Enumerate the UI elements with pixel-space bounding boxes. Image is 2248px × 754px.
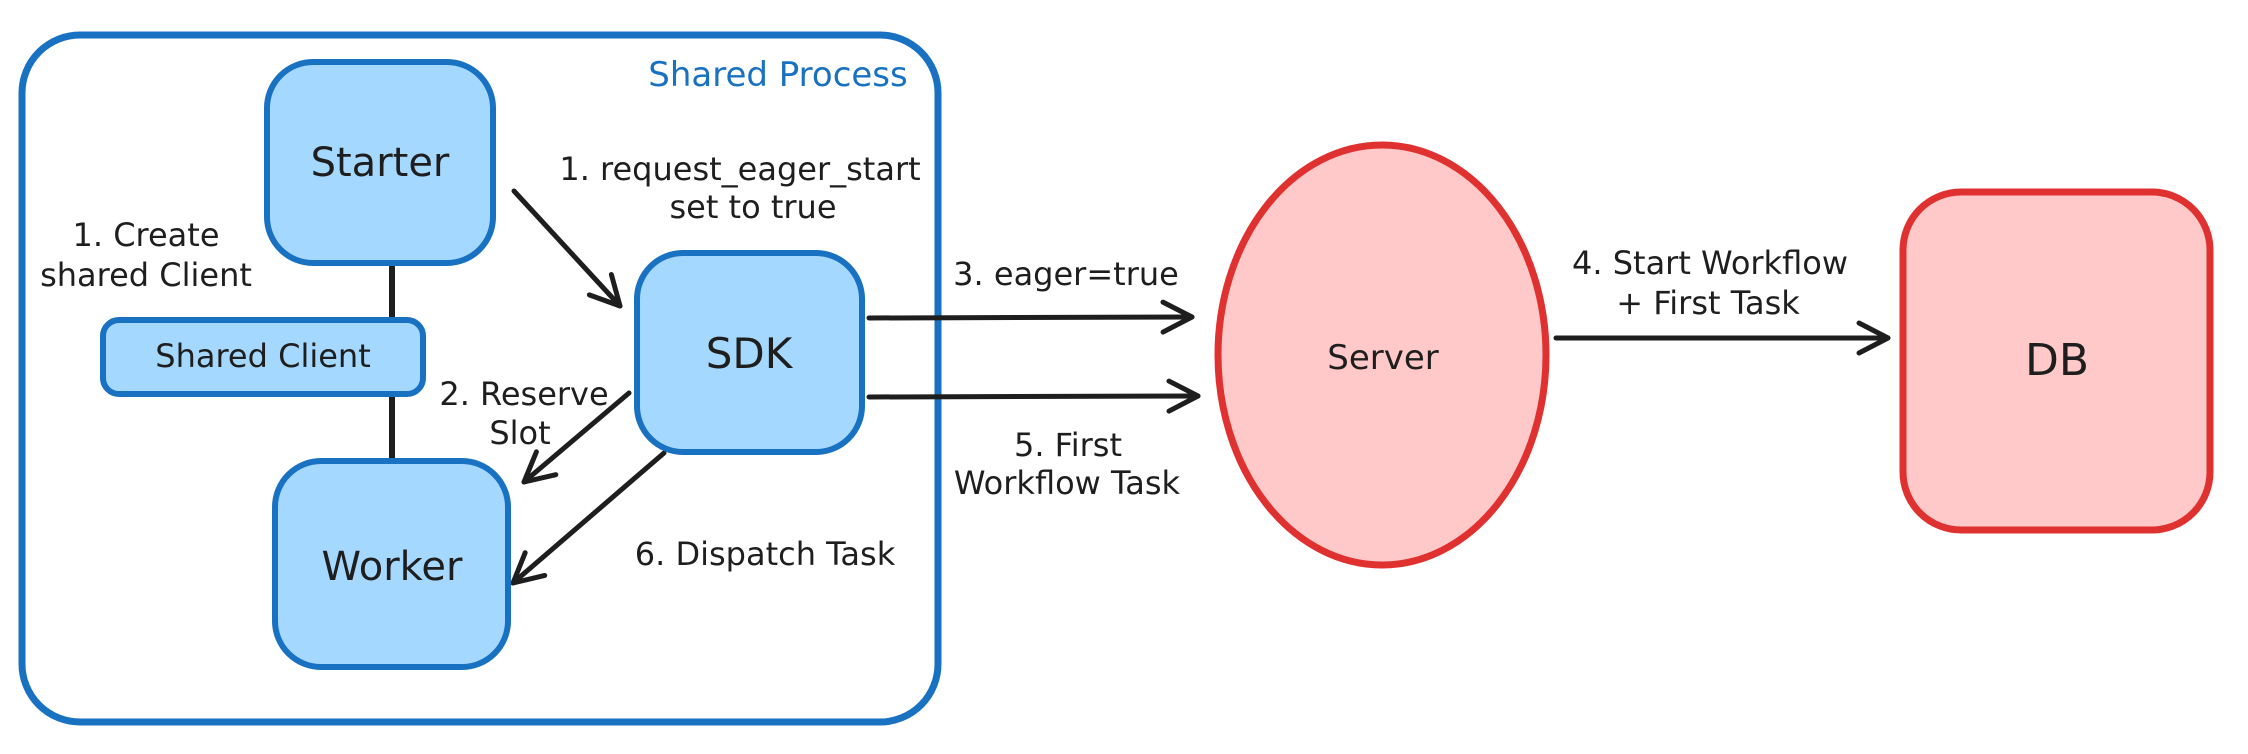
annotation-first-workflow-task-line1: 5. First	[1014, 426, 1122, 464]
shared-client-box	[100, 317, 426, 397]
annotation-request-eager-start-line1: 1. request_eager_start	[559, 150, 920, 188]
server-circle	[1214, 141, 1550, 569]
node-starter: Starter	[264, 59, 496, 266]
annotation-create-shared-client: 1. Create shared Client	[40, 216, 252, 294]
shared-process-container: Shared Process	[18, 31, 942, 726]
node-shared-client: Shared Client	[100, 317, 426, 397]
arrow-starter-to-sdk	[511, 188, 623, 309]
sdk-box	[634, 250, 865, 455]
annotation-start-workflow-line2: + First Task	[1616, 284, 1800, 322]
shared-process-title: Shared Process	[648, 55, 907, 95]
annotation-eager-true: 3. eager=true	[953, 255, 1179, 293]
annotation-reserve-slot-line1: 2. Reserve	[439, 375, 608, 413]
node-worker: Worker	[272, 458, 511, 670]
arrow-sdk-to-server-eager	[866, 299, 1195, 335]
node-server: Server	[1214, 141, 1550, 569]
annotation-request-eager-start: 1. request_eager_start set to true	[559, 150, 920, 226]
arrow-sdk-to-worker-dispatch	[510, 450, 667, 586]
node-sdk: SDK	[634, 250, 865, 455]
annotation-reserve-slot: 2. Reserve Slot	[439, 375, 608, 452]
annotation-create-shared-client-line1: 1. Create	[72, 216, 219, 254]
arrow-sdk-to-server-first-task	[866, 378, 1201, 414]
server-label: Server	[1327, 338, 1439, 378]
db-label: DB	[2025, 335, 2089, 386]
worker-box	[272, 458, 511, 670]
arrow-sdk-to-worker-reserve-slot	[521, 390, 632, 485]
annotation-start-workflow: 4. Start Workflow + First Task	[1572, 244, 1848, 322]
node-db: DB	[1899, 188, 2214, 534]
starter-box	[264, 59, 496, 266]
annotation-first-workflow-task-line2: Workflow Task	[954, 464, 1181, 502]
annotation-create-shared-client-line2: shared Client	[40, 256, 252, 294]
sdk-label: SDK	[706, 329, 794, 378]
starter-label: Starter	[311, 140, 450, 186]
annotation-start-workflow-line1: 4. Start Workflow	[1572, 244, 1848, 282]
annotation-dispatch-task: 6. Dispatch Task	[635, 535, 896, 573]
worker-label: Worker	[322, 544, 463, 590]
annotation-request-eager-start-line2: set to true	[669, 188, 836, 226]
db-box	[1899, 188, 2214, 534]
shared-client-label: Shared Client	[155, 337, 370, 375]
annotation-reserve-slot-line2: Slot	[489, 414, 550, 452]
annotation-first-workflow-task: 5. First Workflow Task	[954, 426, 1181, 502]
shared-process-border	[18, 31, 942, 726]
